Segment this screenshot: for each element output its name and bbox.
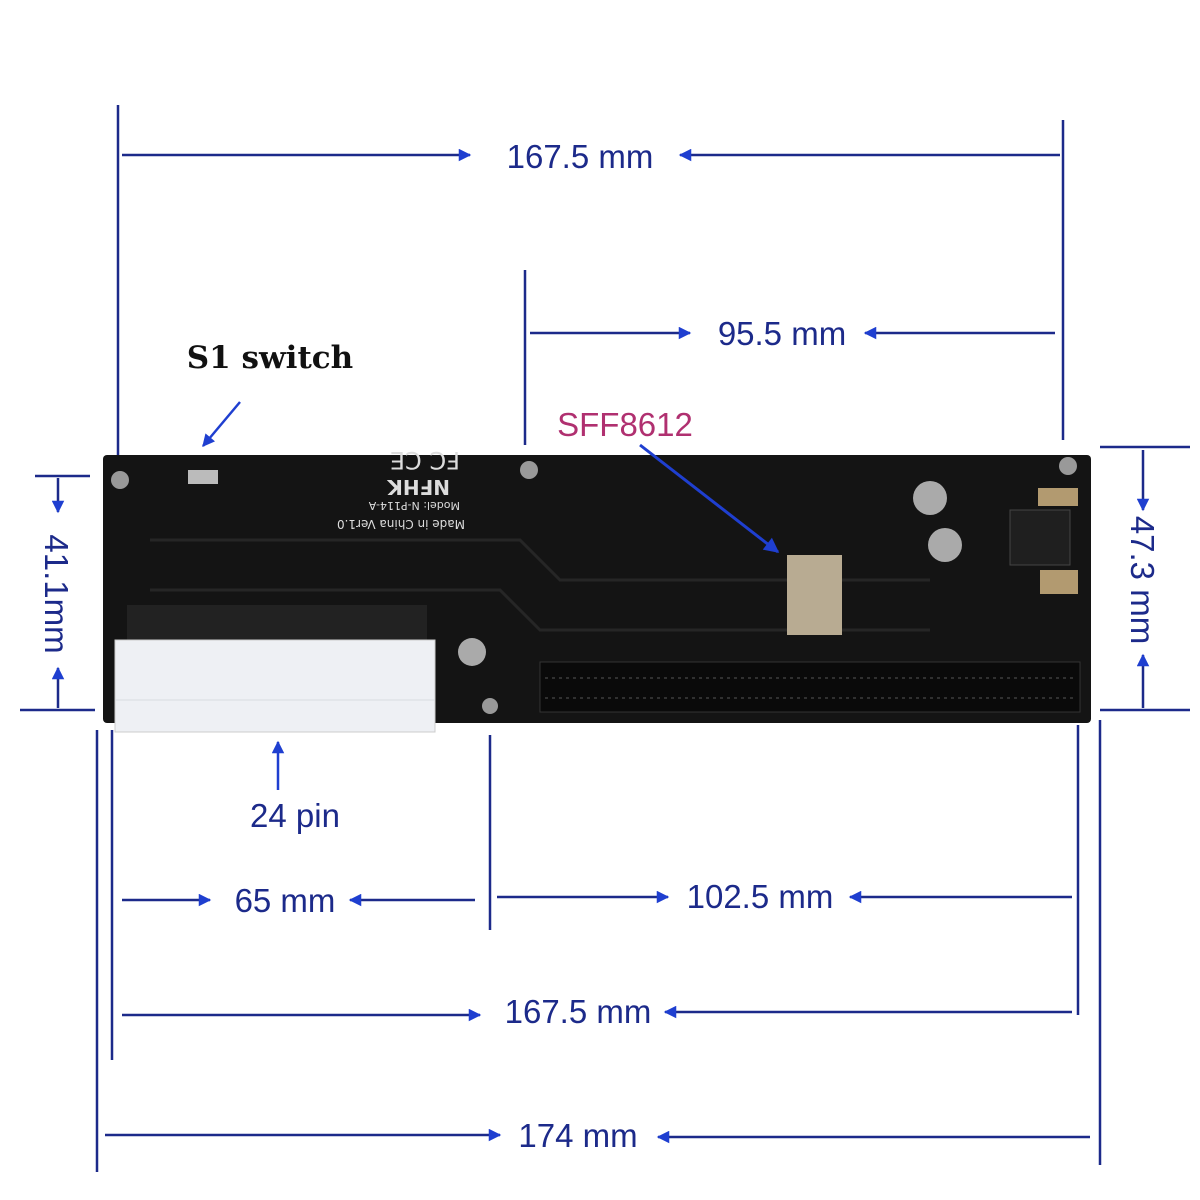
pad	[1040, 570, 1078, 594]
extension-lines	[20, 105, 1190, 1172]
capacitor	[458, 638, 486, 666]
left-section-label: 65 mm	[235, 882, 336, 919]
slot-to-right-label: 95.5 mm	[718, 315, 846, 352]
right-section-label: 102.5 mm	[687, 878, 834, 915]
capacitor	[928, 528, 962, 562]
capacitor	[913, 481, 947, 515]
24-pin-label: 24 pin	[250, 797, 340, 834]
left-height-label: 41.1mm	[38, 534, 75, 653]
svg-text:Model: N-P114-A: Model: N-P114-A	[368, 499, 460, 512]
cert-marks: FC CE	[390, 446, 460, 474]
svg-text:NFHK: NFHK	[386, 475, 450, 499]
mount-hole	[1059, 457, 1077, 475]
mount-hole	[111, 471, 129, 489]
board-markings: Made in China Ver1.0 Model: N-P114-A NFH…	[337, 446, 465, 531]
sff8612-arrow	[639, 443, 780, 554]
pcb-board: Made in China Ver1.0 Model: N-P114-A NFH…	[103, 446, 1091, 733]
dimension-lines	[51, 148, 1150, 1144]
top-width-label: 167.5 mm	[507, 138, 654, 175]
sff8612-port	[787, 555, 842, 635]
sff8612-label: SFF8612	[557, 406, 693, 443]
mount-hole	[482, 698, 498, 714]
pad	[1038, 488, 1078, 506]
bottom-width-label: 167.5 mm	[505, 993, 652, 1030]
regulator	[1009, 509, 1071, 566]
overall-width-label: 174 mm	[518, 1117, 637, 1154]
s1-switch-component	[188, 470, 218, 484]
mount-hole	[520, 461, 538, 479]
right-height-label: 47.3 mm	[1124, 516, 1161, 644]
pcie-slot	[539, 661, 1081, 713]
s1-switch-label: S1 switch	[187, 340, 353, 376]
s1-switch-arrow	[202, 401, 241, 447]
svg-text:Made in China Ver1.0: Made in China Ver1.0	[337, 517, 465, 531]
24-pin-connector	[114, 605, 436, 733]
